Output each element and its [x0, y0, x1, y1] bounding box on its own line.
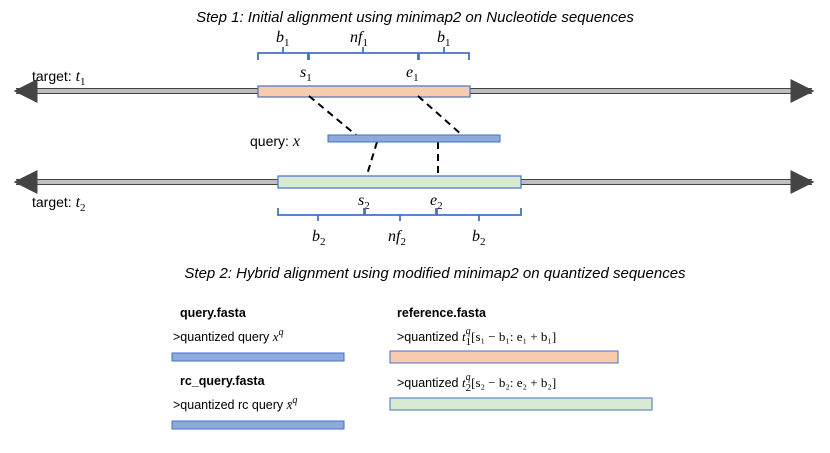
query-label: query: x [250, 133, 300, 150]
query-fasta-bar [171, 352, 345, 362]
query-fasta-entry: >quantized query xq [173, 327, 284, 344]
query-fasta-filename: query.fasta [180, 306, 247, 320]
reference-entry-1-bar [389, 350, 619, 364]
bottom-braces [277, 208, 522, 221]
target2-aligned-region [277, 175, 522, 189]
brace-b1-left [257, 47, 309, 60]
brace-nf1 [308, 47, 419, 60]
target1-label: target: t1 [32, 68, 86, 88]
step2-title: Step 2: Hybrid alignment using modified … [184, 265, 686, 282]
label-e2: e2 [430, 192, 443, 212]
brace-b1-right [418, 47, 470, 60]
step1-title: Step 1: Initial alignment using minimap2… [196, 9, 634, 26]
rc-query-fasta-entry: >quantized rc query x̄q [173, 395, 297, 412]
label-b2-left: b2 [312, 228, 326, 248]
label-b1-right: b1 [437, 29, 451, 49]
query-bar [327, 134, 501, 143]
label-b1-left: b1 [276, 29, 290, 49]
target2-label: target: t2 [32, 194, 86, 214]
label-nf1: nf1 [350, 29, 368, 49]
reference-fasta-filename: reference.fasta [397, 306, 487, 320]
label-s2: s2 [358, 192, 370, 212]
target1-aligned-region [257, 85, 471, 98]
label-nf2: nf2 [388, 228, 406, 248]
label-b2-right: b2 [472, 228, 486, 248]
top-braces [257, 47, 470, 60]
brace-b2-right [436, 208, 522, 221]
rc-query-fasta-bar [171, 420, 345, 430]
reference-entry-2-bar [389, 397, 653, 411]
brace-b2-left [277, 208, 365, 221]
brace-nf2 [364, 208, 437, 221]
rc-query-fasta-filename: rc_query.fasta [180, 374, 266, 388]
label-s1: s1 [300, 64, 312, 84]
label-e1: e1 [406, 64, 419, 84]
